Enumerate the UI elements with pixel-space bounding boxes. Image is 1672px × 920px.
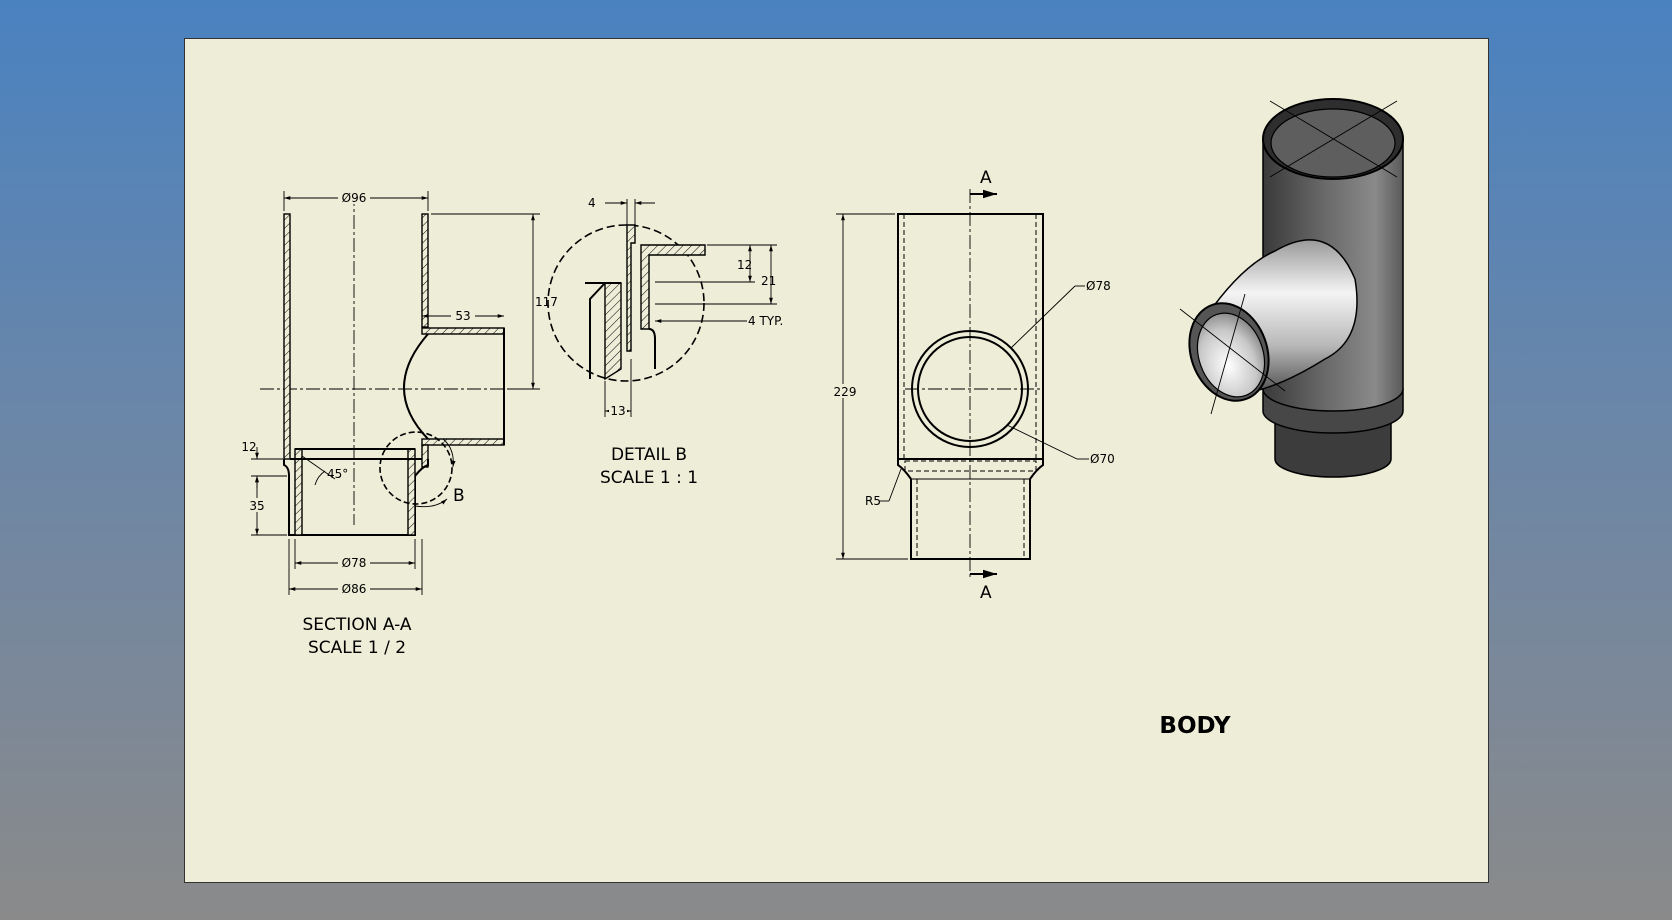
branch-length-dim-text: 53 — [455, 309, 470, 323]
detail-typ-dim-text: 4 TYP. — [748, 314, 783, 328]
section-view: 45° B Ø96 117 53 12 35 — [241, 190, 558, 658]
branch-top-wall-section — [421, 327, 505, 335]
detail-boundary-circle — [547, 224, 705, 382]
detail-depth1-dim-text: 12 — [737, 258, 752, 272]
hole-inner-dim-text: Ø70 — [1090, 452, 1115, 466]
technical-drawing: 45° B Ø96 117 53 12 35 — [241, 98, 1404, 739]
right-wall-upper-section — [421, 213, 429, 328]
height-dim-text: 117 — [535, 295, 558, 309]
detail-length-dim-text: 13 — [610, 404, 625, 418]
section-marker-bottom: A — [980, 583, 992, 603]
part-name-title: BODY — [1159, 713, 1231, 739]
spigot-right-wall — [407, 448, 416, 536]
detail-depth2-dim-text: 21 — [761, 274, 776, 288]
section-marker-top: A — [980, 168, 992, 188]
isometric-view — [1179, 98, 1404, 478]
detail-view: 4 12 21 4 TYP. 13 DETAIL B SCALE 1 : 1 — [547, 196, 783, 488]
section-caption-line2: SCALE 1 / 2 — [308, 638, 406, 658]
section-caption-line1: SECTION A-A — [303, 615, 412, 635]
spigot-left-wall — [294, 448, 303, 536]
detail-marker-text: B — [453, 486, 465, 506]
front-body-outline — [897, 213, 1044, 460]
spigot-length-dim-text: 35 — [249, 499, 264, 513]
radius-dim-text: R5 — [865, 494, 881, 508]
step-height-dim-text: 12 — [241, 440, 256, 454]
angle-dim-text: 45° — [327, 467, 348, 481]
detail-caption-line1: DETAIL B — [611, 445, 687, 465]
branch-bottom-wall-section — [421, 438, 505, 446]
detail-caption-line2: SCALE 1 : 1 — [600, 468, 698, 488]
left-wall-section — [283, 213, 291, 460]
hole-outer-dim-text: Ø78 — [1086, 279, 1111, 293]
total-height-dim-text: 229 — [834, 385, 857, 399]
outer-diameter-dim-text: Ø86 — [342, 582, 367, 596]
detail-width-dim-text: 4 — [588, 196, 596, 210]
drawing-sheet: 45° B Ø96 117 53 12 35 — [184, 38, 1489, 883]
detail-b-circle — [379, 431, 453, 505]
top-diameter-dim-text: Ø96 — [342, 191, 367, 205]
front-view: A A 229 Ø78 Ø70 R5 — [833, 168, 1115, 603]
inner-diameter-dim-text: Ø78 — [342, 556, 367, 570]
